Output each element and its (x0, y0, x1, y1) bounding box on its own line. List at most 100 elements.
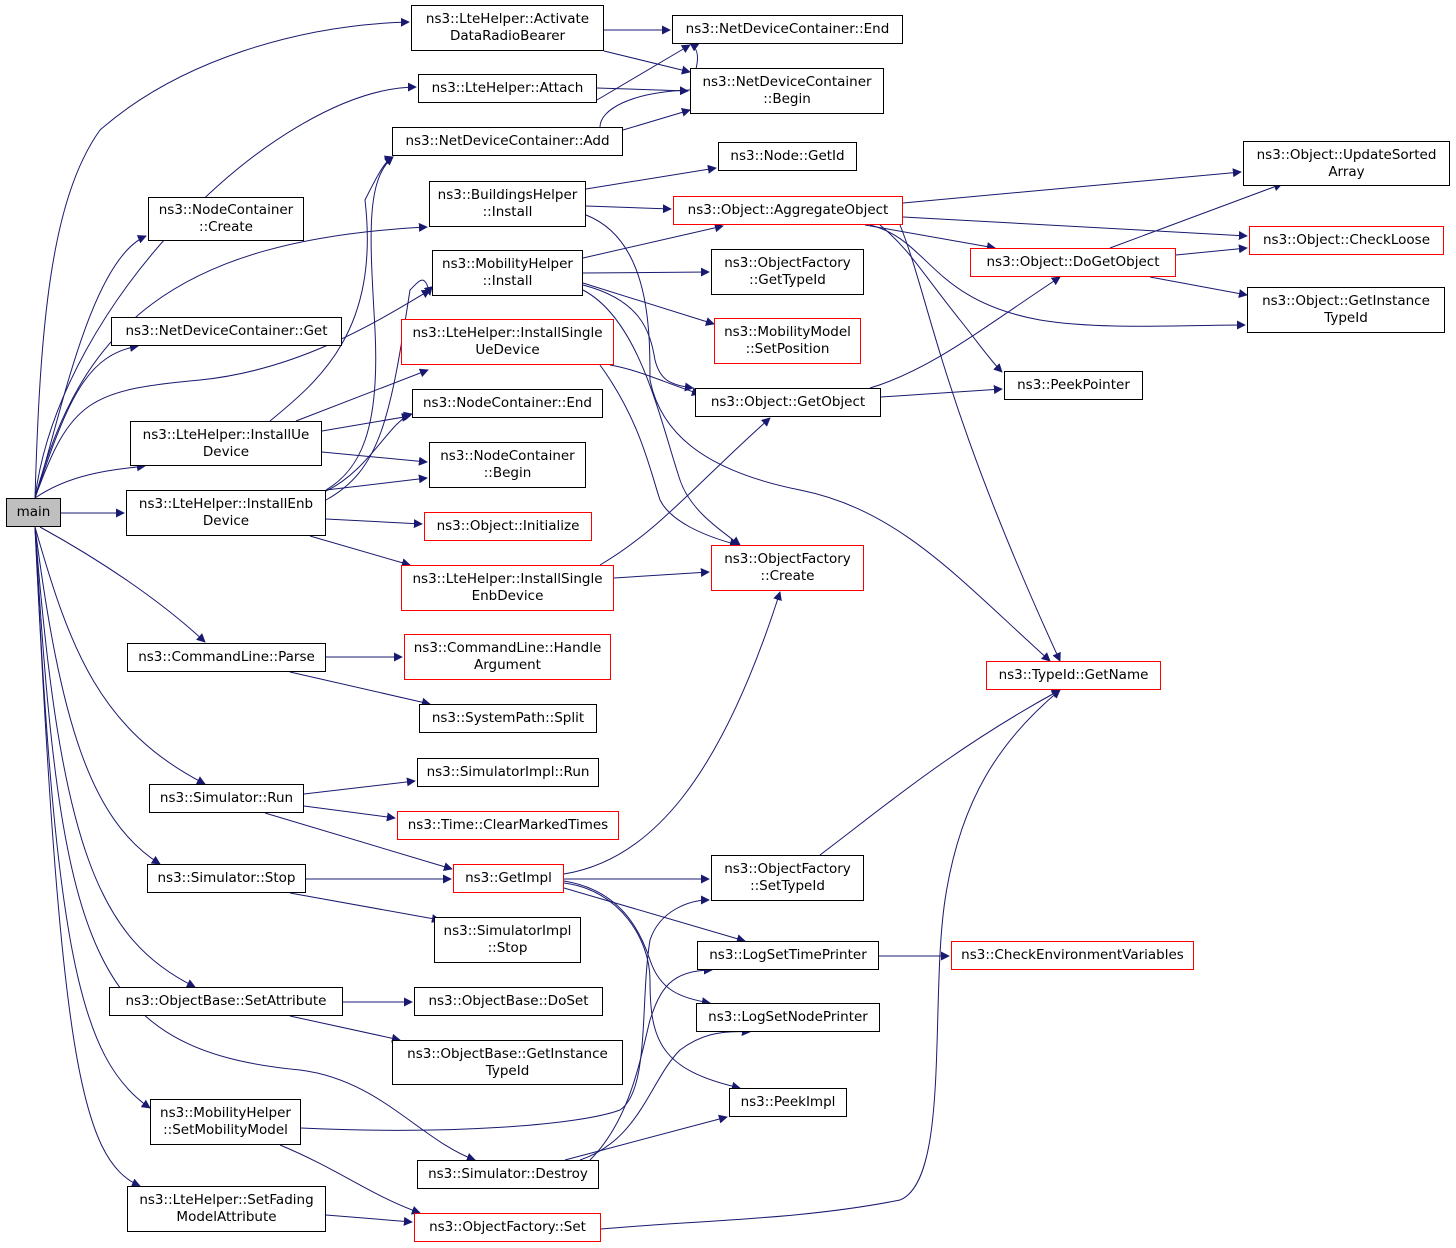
node-label-line: ns3::ObjectFactory (724, 255, 851, 271)
node-net-device-container-end[interactable]: ns3::NetDeviceContainer::End (672, 15, 903, 44)
node-label-line: ns3::Simulator::Stop (157, 870, 296, 886)
node-object-aggregate-object[interactable]: ns3::Object::AggregateObject (673, 196, 903, 225)
node-type-id-get-name[interactable]: ns3::TypeId::GetName (986, 661, 1161, 690)
node-simulator-destroy[interactable]: ns3::Simulator::Destroy (417, 1160, 599, 1189)
call-edge (325, 1214, 413, 1226)
node-system-path-split[interactable]: ns3::SystemPath::Split (419, 704, 597, 733)
node-mobility-model-set-position[interactable]: ns3::MobilityModel::SetPosition (714, 318, 861, 364)
call-edge (563, 882, 741, 1091)
node-object-base-do-set[interactable]: ns3::ObjectBase::DoSet (414, 987, 603, 1016)
call-edge (1149, 276, 1248, 298)
call-edge (34, 526, 161, 865)
node-label-line: ns3::MobilityHelper (160, 1105, 291, 1121)
node-object-do-get-object[interactable]: ns3::Object::DoGetObject (970, 248, 1176, 277)
node-check-environment-variables[interactable]: ns3::CheckEnvironmentVariables (951, 941, 1194, 970)
node-command-line-parse[interactable]: ns3::CommandLine::Parse (127, 643, 326, 672)
call-edge (603, 50, 691, 75)
call-edge (596, 44, 691, 101)
node-mobility-helper-install[interactable]: ns3::MobilityHelper::Install (432, 250, 583, 296)
node-net-device-container-begin[interactable]: ns3::NetDeviceContainer::Begin (690, 68, 884, 114)
node-node-get-id[interactable]: ns3::Node::GetId (718, 142, 857, 171)
node-mobility-helper-set-mobility-model[interactable]: ns3::MobilityHelper::SetMobilityModel (150, 1099, 301, 1145)
call-edge (325, 518, 423, 529)
node-label-line: ns3::CommandLine::Parse (138, 649, 315, 665)
node-peek-impl[interactable]: ns3::PeekImpl (729, 1088, 847, 1117)
call-edge (295, 368, 429, 422)
node-net-device-container-add[interactable]: ns3::NetDeviceContainer::Add (392, 127, 623, 156)
node-object-initialize[interactable]: ns3::Object::Initialize (424, 512, 592, 541)
call-edge (879, 224, 1003, 373)
call-edge (300, 895, 710, 1131)
node-simulator-impl-run[interactable]: ns3::SimulatorImpl::Run (417, 758, 599, 787)
call-edge (34, 222, 428, 499)
call-edge (34, 343, 139, 499)
node-buildings-helper-install[interactable]: ns3::BuildingsHelper::Install (429, 181, 586, 227)
call-edge (599, 417, 771, 566)
node-lte-helper-attach[interactable]: ns3::LteHelper::Attach (418, 74, 597, 103)
node-simulator-run[interactable]: ns3::Simulator::Run (149, 784, 304, 813)
node-log-set-node-printer[interactable]: ns3::LogSetNodePrinter (696, 1003, 880, 1032)
node-node-container-create[interactable]: ns3::NodeContainer::Create (148, 197, 304, 241)
call-edge (582, 289, 741, 546)
node-label-line: DataRadioBearer (449, 28, 566, 44)
node-object-factory-get-type-id[interactable]: ns3::ObjectFactory::GetTypeId (711, 249, 864, 295)
node-label-line: ns3::LogSetNodePrinter (708, 1009, 868, 1025)
node-label-line: Device (202, 443, 250, 460)
node-log-set-time-printer[interactable]: ns3::LogSetTimePrinter (697, 941, 879, 970)
node-peek-pointer[interactable]: ns3::PeekPointer (1004, 371, 1143, 400)
call-edge (880, 385, 1003, 398)
node-node-container-end[interactable]: ns3::NodeContainer::End (412, 389, 603, 418)
call-edge (325, 474, 428, 491)
node-net-device-container-get[interactable]: ns3::NetDeviceContainer::Get (111, 317, 342, 346)
call-edge (34, 462, 146, 499)
call-edge (563, 880, 711, 1007)
node-get-impl[interactable]: ns3::GetImpl (453, 864, 564, 893)
node-label-line: ::Install (482, 273, 533, 289)
node-label-line: UeDevice (475, 342, 540, 358)
node-main[interactable]: main (6, 498, 61, 527)
node-label-line: ns3::ObjectFactory::Set (429, 1219, 586, 1235)
node-label-line: ns3::NodeContainer (440, 448, 575, 464)
node-object-factory-set[interactable]: ns3::ObjectFactory::Set (414, 1213, 601, 1242)
node-label-line: ::Create (760, 568, 815, 584)
node-label-line: ns3::NodeContainer::End (423, 395, 592, 411)
call-edge (902, 168, 1242, 204)
node-node-container-begin[interactable]: ns3::NodeContainer::Begin (429, 442, 586, 488)
call-edge (585, 214, 1051, 662)
node-time-clear-marked-times[interactable]: ns3::Time::ClearMarkedTimes (397, 811, 619, 840)
call-edge (325, 279, 433, 501)
call-edge (1109, 182, 1283, 249)
call-edge (564, 1114, 728, 1161)
call-edge (321, 412, 411, 432)
node-object-factory-set-type-id[interactable]: ns3::ObjectFactory::SetTypeId (711, 855, 864, 901)
call-edge (613, 568, 710, 579)
node-simulator-stop[interactable]: ns3::Simulator::Stop (147, 864, 306, 893)
node-label-line: ns3::LteHelper::SetFading (139, 1192, 314, 1208)
node-label-line: ns3::Object::DoGetObject (986, 254, 1160, 270)
node-simulator-impl-stop[interactable]: ns3::SimulatorImpl::Stop (434, 917, 581, 963)
call-edge (864, 224, 996, 252)
node-object-factory-create[interactable]: ns3::ObjectFactory::Create (711, 545, 864, 591)
call-edge (34, 526, 476, 1162)
node-object-base-set-attribute[interactable]: ns3::ObjectBase::SetAttribute (109, 987, 343, 1016)
call-edge (902, 216, 1248, 241)
call-edge (34, 526, 141, 1187)
node-object-check-loose[interactable]: ns3::Object::CheckLoose (1249, 226, 1444, 255)
node-object-get-object[interactable]: ns3::Object::GetObject (695, 388, 881, 417)
call-edge (599, 364, 739, 548)
node-label-line: ns3::ObjectBase::DoSet (428, 993, 589, 1009)
node-label-line: ns3::MobilityHelper (442, 256, 573, 272)
node-label-line: ns3::PeekPointer (1017, 377, 1130, 393)
